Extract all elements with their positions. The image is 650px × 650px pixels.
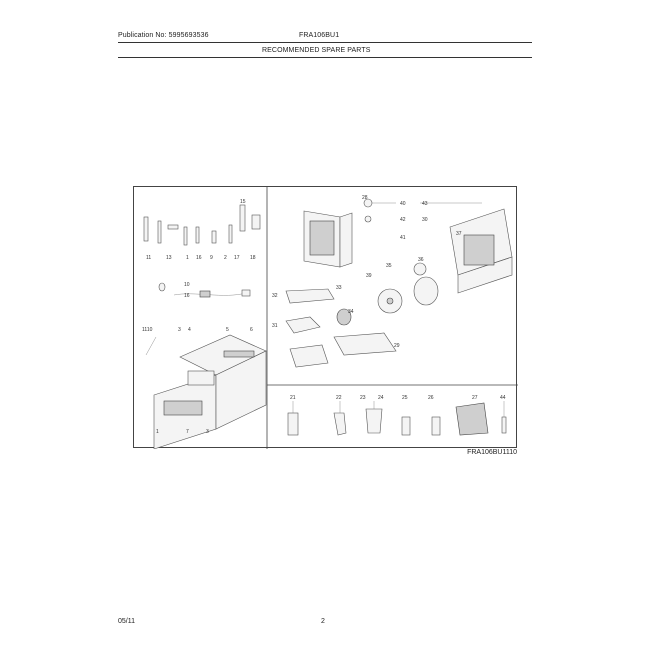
svg-text:39: 39	[366, 273, 372, 279]
svg-text:18: 18	[250, 255, 256, 261]
svg-text:9: 9	[210, 255, 213, 261]
svg-text:42: 42	[400, 217, 406, 223]
svg-text:24: 24	[378, 395, 384, 401]
accessory-parts	[287, 401, 507, 436]
chassis-coil	[449, 208, 513, 294]
svg-text:31: 31	[272, 323, 278, 329]
header-rule-bottom	[118, 57, 532, 58]
svg-text:16: 16	[184, 293, 190, 299]
svg-text:33: 33	[336, 285, 342, 291]
diagram-id: FRA106BU1110	[467, 449, 517, 456]
front-grille-assembly	[145, 334, 267, 449]
svg-text:27: 27	[472, 395, 478, 401]
svg-text:4: 4	[188, 327, 191, 333]
section-title: RECOMMENDED SPARE PARTS	[262, 47, 371, 54]
svg-text:11: 11	[146, 255, 151, 261]
svg-text:7: 7	[186, 429, 189, 435]
power-cord	[158, 282, 251, 298]
compressor-tube	[285, 288, 352, 326]
base-brackets	[285, 316, 397, 368]
upper-right-callouts: 28 40 42 41 43 39 37 33 35 36 32 31 34 3…	[272, 195, 462, 349]
svg-text:6: 6	[250, 327, 253, 333]
hardware-group	[143, 204, 261, 246]
svg-text:30: 30	[422, 217, 428, 223]
fan-motor	[377, 262, 439, 314]
svg-text:2: 2	[224, 255, 227, 261]
page-number: 2	[321, 618, 325, 625]
svg-text:32: 32	[272, 293, 278, 299]
svg-text:1: 1	[186, 255, 189, 261]
cabinet-housing	[303, 210, 353, 268]
footer-date: 05/11	[118, 618, 135, 625]
svg-text:29: 29	[394, 343, 400, 349]
publication-number: Publication No: 5995693536	[118, 32, 209, 39]
svg-text:40: 40	[400, 201, 406, 207]
left-callouts: 15 11 13 1 16 9 2 17 18 10 16 1110 3 4 5…	[142, 199, 256, 435]
svg-text:17: 17	[234, 255, 240, 261]
svg-text:43: 43	[422, 201, 428, 207]
svg-text:16: 16	[196, 255, 202, 261]
svg-text:34: 34	[348, 309, 354, 315]
parts-diagram: 15 11 13 1 16 9 2 17 18 10 16 1110 3 4 5…	[133, 186, 518, 449]
svg-text:36: 36	[418, 257, 424, 263]
svg-text:1110: 1110	[142, 327, 153, 333]
svg-text:10: 10	[184, 282, 190, 288]
svg-text:3: 3	[206, 429, 209, 435]
svg-text:23: 23	[360, 395, 366, 401]
model-number: FRA106BU1	[299, 32, 340, 39]
svg-text:13: 13	[166, 255, 172, 261]
svg-text:35: 35	[386, 263, 392, 269]
top-hardware	[363, 198, 482, 223]
svg-text:3: 3	[178, 327, 181, 333]
bottom-callouts: 21 22 23 24 25 26 27 44	[290, 395, 506, 401]
svg-text:21: 21	[290, 395, 296, 401]
svg-text:1: 1	[156, 429, 159, 435]
parts-diagram-drawing: 15 11 13 1 16 9 2 17 18 10 16 1110 3 4 5…	[142, 187, 518, 449]
svg-text:22: 22	[336, 395, 342, 401]
svg-text:41: 41	[400, 235, 406, 241]
svg-text:25: 25	[402, 395, 408, 401]
svg-text:15: 15	[240, 199, 246, 205]
header-rule-top	[118, 42, 532, 43]
svg-text:26: 26	[428, 395, 434, 401]
svg-text:5: 5	[226, 327, 229, 333]
svg-text:37: 37	[456, 231, 462, 237]
svg-text:28: 28	[362, 195, 368, 201]
svg-text:44: 44	[500, 395, 506, 401]
